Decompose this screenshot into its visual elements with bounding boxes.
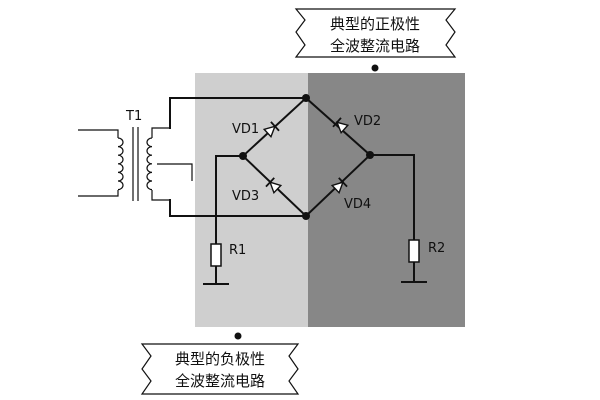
- vd4-label: VD4: [344, 197, 371, 212]
- resistor-r2: [408, 239, 420, 263]
- callout-negative-line1: 典型的负极性: [175, 350, 265, 368]
- junction-nodes: [239, 94, 374, 220]
- positive-polarity-region: [308, 73, 465, 327]
- diode-vd3: [265, 177, 283, 195]
- callout-negative: 典型的负极性 全波整流电路: [140, 332, 300, 395]
- callout-negative-line2: 全波整流电路: [175, 372, 265, 390]
- r2-label: R2: [428, 241, 445, 256]
- vd1-label: VD1: [232, 122, 259, 137]
- callout-positive: 典型的正极性 全波整流电路: [294, 8, 457, 72]
- diode-vd1: [262, 121, 280, 139]
- transformer-t1: T1: [78, 109, 193, 201]
- vd3-label: VD3: [232, 189, 259, 204]
- circuit-wires: [169, 96, 427, 285]
- callout-positive-line2: 全波整流电路: [330, 37, 420, 55]
- r1-label: R1: [229, 243, 246, 258]
- resistor-r1: [210, 243, 222, 267]
- vd2-label: VD2: [354, 114, 381, 129]
- diode-vd2: [332, 117, 350, 135]
- diode-vd4: [330, 177, 348, 195]
- transformer-label: T1: [125, 109, 142, 124]
- callout-positive-line1: 典型的正极性: [330, 15, 420, 33]
